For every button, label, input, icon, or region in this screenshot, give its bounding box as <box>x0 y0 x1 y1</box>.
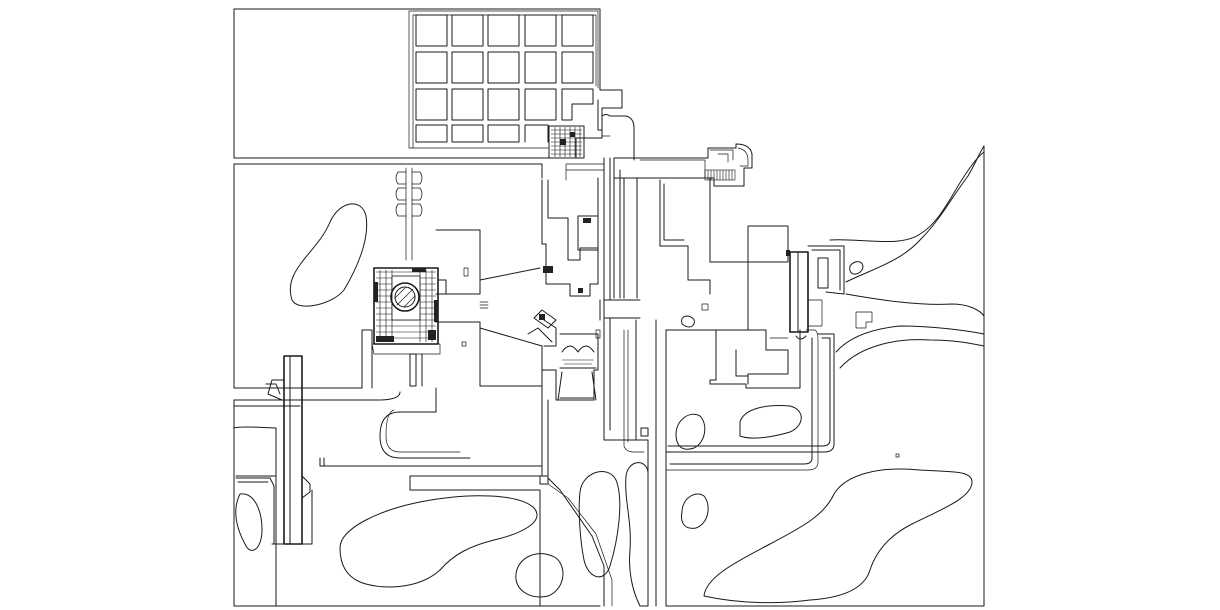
greenhouse-building <box>548 125 585 159</box>
nursery-grid <box>415 14 594 143</box>
administration-wings <box>379 229 543 459</box>
west-corridor-buildings <box>541 163 605 297</box>
east-campus-boundary <box>655 145 985 607</box>
west-pond <box>289 203 368 307</box>
east-stream <box>829 145 985 369</box>
southwest-parcel <box>233 399 649 607</box>
east-ponds <box>675 405 973 604</box>
east-long-building <box>786 245 845 340</box>
central-corridor <box>599 157 749 607</box>
chapel-building <box>527 309 601 401</box>
serpentine-path <box>395 167 423 261</box>
west-campus-boundary <box>233 163 543 407</box>
central-drive-loop <box>319 385 613 607</box>
west-tower-building <box>265 355 313 545</box>
main-institute-building <box>371 267 447 355</box>
east-research-buildings <box>681 225 789 385</box>
east-service-building <box>613 143 753 187</box>
north-entry-drive <box>597 99 635 161</box>
